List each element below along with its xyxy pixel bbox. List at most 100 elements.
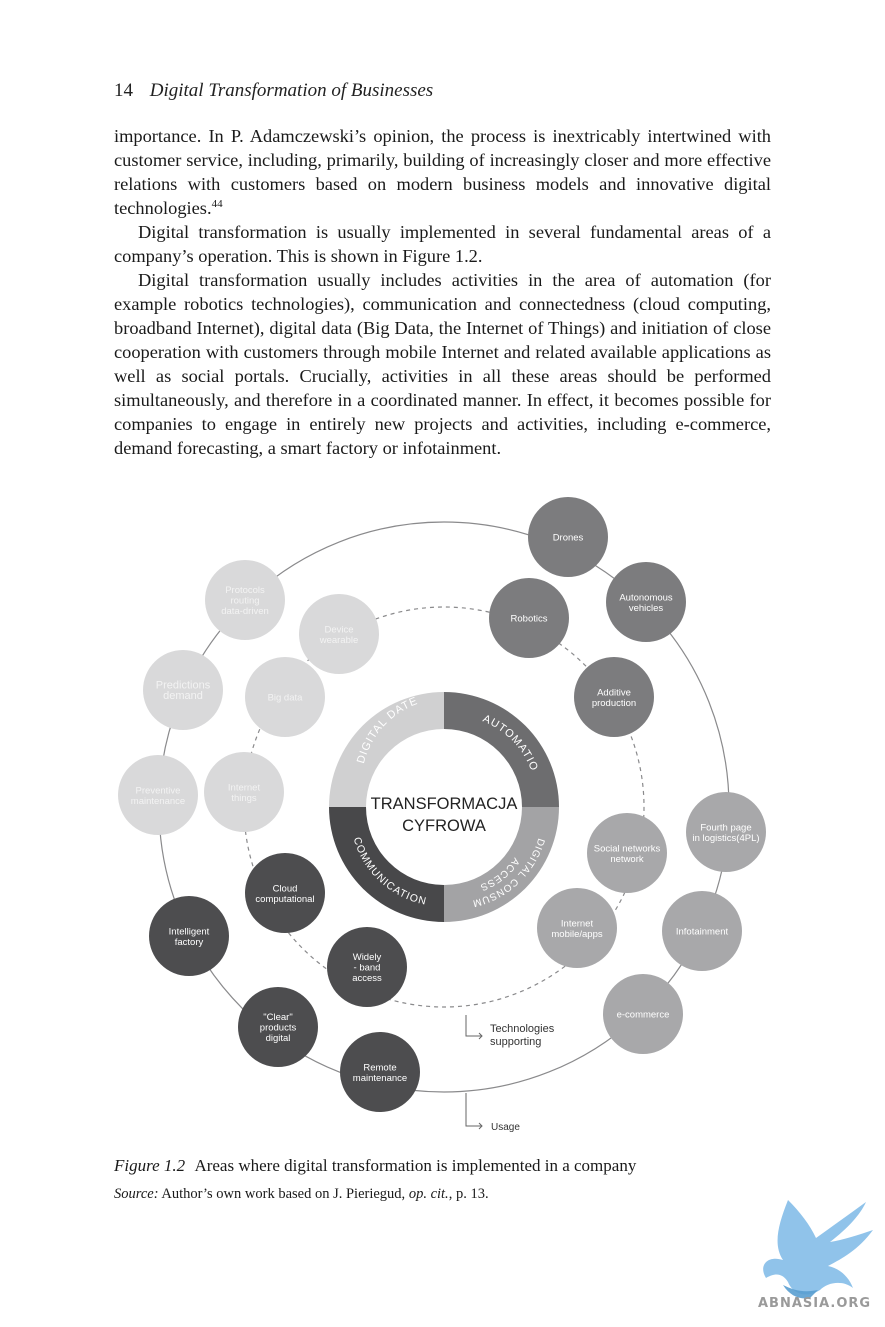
node-label: network [610,854,644,865]
node-circle [143,650,223,730]
legend-usage: Usage [491,1122,520,1133]
node-label: Drones [553,533,584,544]
node-label: routing [230,596,259,607]
node-drones: Drones [528,497,608,577]
node-circle [118,755,198,835]
node-label: e-commerce [617,1010,670,1021]
node-label: Cloud [273,883,298,894]
griffin-watermark-icon [763,1200,873,1299]
footnote-ref: 44 [211,197,223,210]
legend-arrowhead-supporting [478,1032,483,1040]
legend-supporting-line1: Technologies [490,1023,555,1035]
body-text: importance. In P. Adamczewski’s opinion,… [114,124,771,460]
node-label: Big data [268,693,304,704]
node-label: "Clear" [263,1012,292,1023]
node-label: mobile/apps [551,929,602,940]
node-label: in logistics(4PL) [692,833,759,844]
source-italic: op. cit. [408,1186,449,1202]
node-label: Widely [353,952,382,963]
segment-consumer [444,807,559,922]
node-label: Additive [597,687,631,698]
node-label: Intelligent [169,926,210,937]
node-label: production [592,698,636,709]
figure-caption-text: Areas where digital transformation is im… [194,1156,637,1175]
node-label: maintenance [353,1073,407,1084]
running-header: 14 Digital Transformation of Businesses [114,80,433,102]
node-label: Preventive [136,785,181,796]
segment-digital-date [329,692,444,807]
segment-automation [444,692,559,807]
figure-caption: Figure 1.2 Areas where digital transform… [114,1156,636,1176]
node-big-data: Big data [245,657,325,737]
node-label: vehicles [629,603,664,614]
node-e-commerce: e-commerce [603,974,683,1054]
node-label: Device [324,624,353,635]
center-title-line2: CYFROWA [402,817,486,835]
node-label: - band [354,963,381,974]
page-number: 14 [114,80,133,101]
legend-arrow-usage [465,1093,482,1127]
node-label: things [231,793,257,804]
paragraph-2: Digital transformation is usually implem… [114,222,771,266]
node-circle [205,560,285,640]
node-label: Social networks [594,843,661,854]
node-label: Autonomous [619,592,673,603]
node-label: Remote [363,1062,396,1073]
legend: Technologies supporting Usage [465,1015,555,1133]
node-label: Protocols [225,585,265,596]
running-title: Digital Transformation of Businesses [149,80,434,101]
node-circle [340,1032,420,1112]
node-label: Internet [228,782,261,793]
nodes-layer: DronesAutonomousvehiclesRoboticsAdditive… [118,497,766,1112]
node-circle [299,594,379,674]
watermark-text: ABNASIA.ORG [758,1296,872,1311]
paragraph-3: Digital transformation usually includes … [114,270,771,458]
source-text-end: , p. 13. [448,1186,489,1202]
node-label: Fourth page [700,822,751,833]
node-label: products [260,1023,297,1034]
node-label: wearable [319,635,359,646]
node-circle [574,657,654,737]
node-circle [489,578,569,658]
paragraph-1: importance. In P. Adamczewski’s opinion,… [114,124,771,220]
node-circle [204,752,284,832]
node-circle [238,987,318,1067]
node-label: demand [163,690,203,702]
node-label: Internet [561,918,594,929]
center-title-line1: TRANSFORMACJA [371,795,518,813]
node-label: Predictions [156,679,211,691]
node-infotainment: Infotainment [662,891,742,971]
node-circle [149,896,229,976]
node-circle [606,562,686,642]
node-circle [327,927,407,1007]
legend-supporting-line2: supporting [490,1036,541,1048]
node-circle [528,497,608,577]
node-circle [587,813,667,893]
node-label: digital [266,1033,291,1044]
node-circle [537,888,617,968]
source-label: Source: [114,1186,159,1202]
legend-arrowhead-usage [478,1122,483,1130]
node-circle [603,974,683,1054]
node-circle [686,792,766,872]
node-label: access [352,973,382,984]
legend-arrow-supporting [465,1015,482,1037]
transformation-diagram: DIGITAL DATE AUTOMATION DIGITAL CONSUMER… [0,480,766,1133]
node-label: computational [255,894,314,905]
figure-source: Source: Author’s own work based on J. Pi… [114,1186,489,1203]
node-circle [662,891,742,971]
source-text: Author’s own work based on J. Pieriegud, [161,1186,406,1202]
